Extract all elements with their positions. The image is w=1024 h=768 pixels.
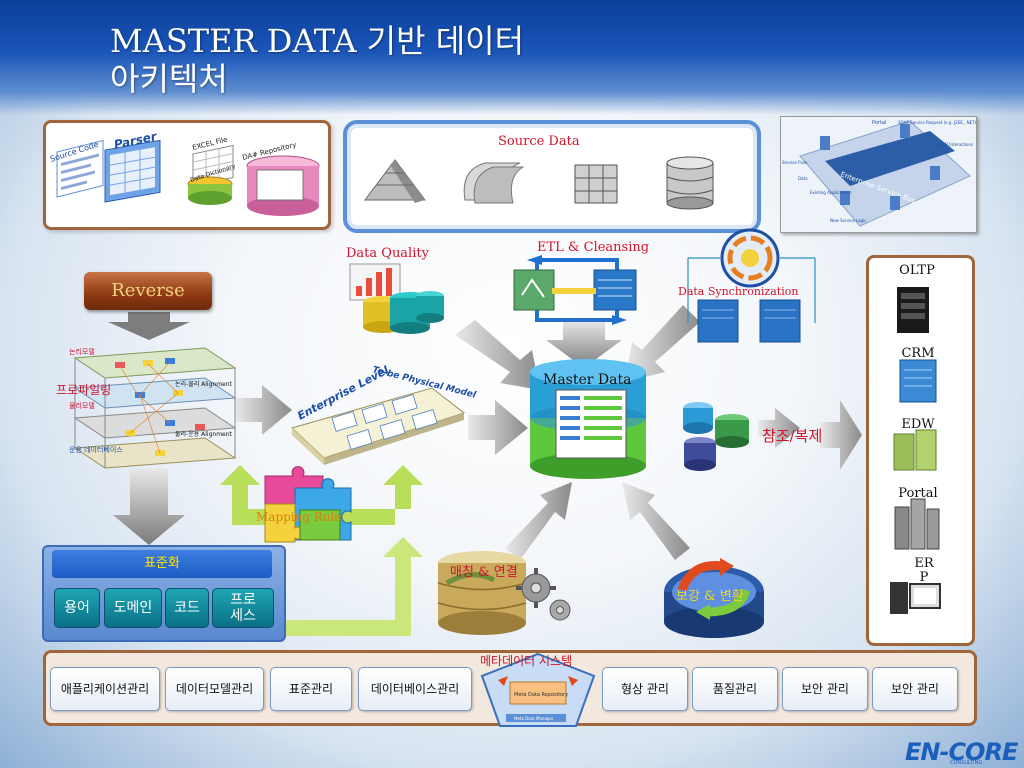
- source-data-label: Source Data: [498, 134, 580, 149]
- system-crm-label: CRM: [901, 346, 935, 361]
- system-edw-label: EDW: [901, 417, 935, 432]
- model-stack-illustration: 논리모델 논리-물리 Alignment 물리모델 물리-운용 Alignmen…: [69, 347, 237, 469]
- mgmt-button-security-1[interactable]: 보안 관리: [782, 667, 868, 711]
- puzzle-icon: [264, 466, 352, 543]
- sync-server-right: [759, 299, 801, 343]
- erp-computer-icon: [890, 582, 941, 614]
- etl-target-box: [593, 269, 637, 311]
- page-title: MASTER DATA 기반 데이터 아키텍처: [110, 22, 524, 98]
- encore-logo-sub: CONSULTING: [950, 760, 983, 766]
- parser-illustration: Source Code Parser EXCEL File Data Dicti…: [49, 129, 320, 216]
- cube-grid-icon: [574, 164, 618, 204]
- standardization-title: 표준화: [52, 550, 272, 578]
- metadata-system-label: 메타데이터 시스템: [480, 654, 573, 668]
- mgmt-button-security-2[interactable]: 보안 관리: [872, 667, 958, 711]
- esb-b2b-label: B2B Interactions: [940, 142, 973, 147]
- esb-soap-label: SOAP Service Request (e.g. J2EE, .NET): [898, 120, 977, 125]
- arrow-master-ref: [758, 408, 800, 448]
- title-line-1: MASTER DATA 기반 데이터: [110, 22, 525, 60]
- esb-portal-label: Portal: [872, 120, 886, 126]
- std-chip-domain[interactable]: 도메인: [104, 588, 162, 628]
- esb-existing-label: Existing Applications: [810, 190, 852, 195]
- arrow-ref-systems: [820, 400, 862, 470]
- etl-label: ETL & Cleansing: [537, 240, 650, 255]
- stack-label-logical: 논리모델: [69, 347, 95, 356]
- stack-label-align1: 논리-물리 Alignment: [175, 380, 233, 388]
- master-data-screen: [555, 389, 627, 459]
- master-data-label: Master Data: [543, 372, 632, 388]
- gear-icon-large: [516, 568, 556, 608]
- metadata-manager-text: Meta Data Manager: [514, 716, 554, 721]
- std-chip-code[interactable]: 코드: [165, 588, 209, 628]
- mgmt-button-application[interactable]: 애플리케이션관리: [50, 667, 160, 711]
- arrow-stack-down: [113, 468, 185, 545]
- esb-bus: [825, 131, 955, 186]
- sync-illustration: [687, 228, 816, 343]
- mgmt-button-data-model[interactable]: 데이터모델관리: [165, 667, 264, 711]
- arrow-stack-right: [235, 385, 292, 435]
- arrow-green-right-up: [340, 465, 423, 525]
- edw-server-icon: [893, 429, 937, 471]
- stack-label-physical: 물리모델: [69, 401, 95, 410]
- portal-server-icon: [894, 498, 940, 550]
- arrow-enterprise-right: [468, 400, 528, 455]
- matching-illustration: [437, 551, 571, 635]
- database-icon: [666, 156, 714, 210]
- system-erp-label: ERP: [914, 556, 934, 585]
- esb-data-label: Data: [798, 176, 808, 181]
- arrow-enrich-master: [622, 482, 690, 560]
- source-data-icons: [364, 156, 714, 210]
- data-quality-illustration: [349, 263, 444, 334]
- enrich-label: 보강 & 변환: [676, 589, 744, 604]
- metadata-system-illustration: Meta Data Repository Meta Data Manager: [480, 652, 596, 727]
- arrow-etl-down: [546, 320, 622, 368]
- stack-label-align2: 물리-운용 Alignment: [175, 430, 233, 438]
- esb-service-flow-label: Service Flow: [782, 160, 808, 165]
- sync-server-left: [697, 299, 739, 343]
- crm-server-icon: [899, 359, 937, 403]
- data-quality-label: Data Quality: [346, 246, 429, 261]
- curved-sheets-icon: [463, 162, 525, 204]
- esb-new-logic-label: New Service Logic: [830, 218, 867, 223]
- matching-label: 매칭 & 연결: [450, 565, 518, 580]
- etl-illustration: [513, 255, 637, 325]
- mgmt-button-quality[interactable]: 품질관리: [692, 667, 778, 711]
- system-oltp-label: OLTP: [899, 263, 935, 278]
- master-data-cylinder: [530, 359, 646, 479]
- mapping-rule-label: Mapping Rule: [256, 510, 342, 524]
- header-band: [0, 0, 1024, 115]
- mgmt-button-database[interactable]: 데이터베이스관리: [358, 667, 472, 711]
- metadata-repository-text: Meta Data Repository: [514, 692, 568, 698]
- reference-cylinders: [683, 402, 749, 471]
- pyramid-icon: [364, 159, 426, 203]
- etl-source-box: [513, 269, 555, 311]
- arrow-reverse-down: [108, 312, 190, 340]
- encore-logo: EN-CORE: [905, 738, 1018, 766]
- reverse-button[interactable]: Reverse: [84, 272, 212, 310]
- mgmt-button-standard[interactable]: 표준관리: [270, 667, 352, 711]
- enrich-illustration: [664, 558, 764, 638]
- std-chip-term[interactable]: 용어: [54, 588, 100, 628]
- stack-label-operational: 운용 데이터베이스: [69, 445, 123, 454]
- esb-illustration: Enterprise Service Bus Portal SOAP Servi…: [782, 120, 977, 227]
- gear-icon-small: [549, 599, 571, 621]
- enterprise-model-illustration: Enterprise Level To-be Physical Model: [291, 364, 478, 465]
- std-chip-process[interactable]: 프로 세스: [212, 588, 274, 628]
- title-line-2: 아키텍처: [110, 60, 228, 98]
- data-sync-label: Data Synchronization: [678, 285, 799, 298]
- profiling-label: 프로파일링: [56, 383, 112, 397]
- arrow-green-std: [284, 537, 423, 636]
- system-portal-label: Portal: [898, 486, 938, 501]
- arrow-sync-master: [625, 305, 700, 382]
- reference-label: 참조/복제: [762, 427, 823, 445]
- arrow-dq-master: [455, 320, 540, 390]
- mgmt-button-configuration[interactable]: 형상 관리: [602, 667, 688, 711]
- arrow-match-master: [505, 482, 572, 560]
- oltp-server-icon: [897, 287, 929, 333]
